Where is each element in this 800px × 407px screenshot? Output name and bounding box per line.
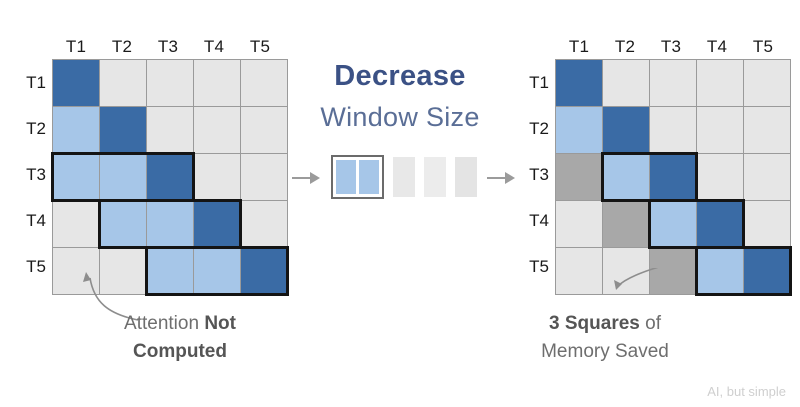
cell-r4-c2-light [100, 201, 146, 247]
cell-r4-c1-empty [556, 201, 602, 247]
cell-r2-c3-empty [650, 107, 696, 153]
cell-r3-c5-empty [241, 154, 287, 200]
cell-r1-c4-empty [194, 60, 240, 106]
cell-r5-c3-saved [650, 248, 696, 294]
left-caption: Attention Not Computed [65, 310, 295, 365]
window-cell-inactive-3 [455, 157, 477, 197]
row-header-t3: T3 [529, 165, 549, 184]
cell-r1-c2-empty [603, 60, 649, 106]
right-grid [555, 59, 791, 295]
cell-r1-c5-empty [744, 60, 790, 106]
window-active-box[interactable] [331, 155, 384, 199]
cell-r3-c5-empty [744, 154, 790, 200]
right-column-headers: T1 T2 T3 T4 T5 [556, 37, 786, 57]
cell-r4-c4-dark [697, 201, 743, 247]
cell-r2-c1-light [53, 107, 99, 153]
row-header-t2: T2 [529, 119, 549, 138]
cell-r3-c4-empty [697, 154, 743, 200]
col-header-t2: T2 [614, 37, 636, 56]
heading-decrease: Decrease [334, 60, 466, 92]
cell-r5-c5-dark [744, 248, 790, 294]
cell-r4-c3-light [650, 201, 696, 247]
cell-r1-c3-empty [147, 60, 193, 106]
center-heading: Decrease Window Size [300, 62, 500, 131]
row-header-t4: T4 [529, 211, 549, 230]
cell-r2-c2-dark [603, 107, 649, 153]
left-grid [52, 59, 288, 295]
right-caption-suffix: of [639, 313, 661, 334]
cell-r5-c3-light [147, 248, 193, 294]
left-caption-line2: Computed [133, 340, 227, 362]
cell-r2-c4-empty [194, 107, 240, 153]
arrow-center-to-right [487, 172, 515, 184]
cell-r1-c5-empty [241, 60, 287, 106]
cell-r4-c1-empty [53, 201, 99, 247]
cell-r1-c2-empty [100, 60, 146, 106]
cell-r2-c1-light [556, 107, 602, 153]
row-header-t1: T1 [529, 73, 549, 92]
cell-r4-c2-saved [603, 201, 649, 247]
col-header-t3: T3 [660, 37, 682, 56]
cell-r5-c4-light [194, 248, 240, 294]
right-caption-line2: Memory Saved [541, 340, 669, 362]
cell-r5-c1-empty [53, 248, 99, 294]
cell-r4-c3-light [147, 201, 193, 247]
cell-r1-c3-empty [650, 60, 696, 106]
col-header-t5: T5 [249, 37, 271, 56]
cell-r3-c3-dark [147, 154, 193, 200]
left-row-headers: T1 T2 T3 T4 T5 [12, 60, 46, 290]
right-caption-bold: 3 Squares [549, 313, 640, 334]
col-header-t5: T5 [752, 37, 774, 56]
row-header-t2: T2 [26, 119, 46, 138]
left-caption-bold: Not [204, 313, 236, 334]
cell-r3-c4-empty [194, 154, 240, 200]
window-cell-active-2 [359, 160, 379, 194]
col-header-t4: T4 [706, 37, 728, 56]
cell-r5-c2-empty [100, 248, 146, 294]
watermark: AI, but simple [707, 384, 786, 399]
cell-r5-c5-dark [241, 248, 287, 294]
col-header-t4: T4 [203, 37, 225, 56]
right-row-headers: T1 T2 T3 T4 T5 [515, 60, 549, 290]
window-cell-active-1 [336, 160, 356, 194]
cell-r5-c2-empty [603, 248, 649, 294]
row-header-t1: T1 [26, 73, 46, 92]
left-column-headers: T1 T2 T3 T4 T5 [53, 37, 283, 57]
cell-r5-c1-empty [556, 248, 602, 294]
cell-r4-c5-empty [744, 201, 790, 247]
window-inactive-cells [393, 157, 477, 197]
cell-r2-c4-empty [697, 107, 743, 153]
cell-r3-c2-light [603, 154, 649, 200]
col-header-t3: T3 [157, 37, 179, 56]
cell-r3-c2-light [100, 154, 146, 200]
window-cell-inactive-1 [393, 157, 415, 197]
row-header-t3: T3 [26, 165, 46, 184]
row-header-t5: T5 [529, 257, 549, 276]
cell-r2-c5-empty [241, 107, 287, 153]
cell-r3-c1-saved [556, 154, 602, 200]
arrow-left-to-center [292, 172, 320, 184]
cell-r3-c3-dark [650, 154, 696, 200]
cell-r3-c1-light [53, 154, 99, 200]
cell-r2-c3-empty [147, 107, 193, 153]
window-cell-inactive-2 [424, 157, 446, 197]
cell-r4-c4-dark [194, 201, 240, 247]
left-caption-prefix: Attention [124, 313, 205, 334]
cell-r1-c4-empty [697, 60, 743, 106]
heading-window-size: Window Size [320, 102, 480, 132]
col-header-t1: T1 [568, 37, 590, 56]
window-size-indicator[interactable] [331, 155, 477, 199]
cell-r5-c4-light [697, 248, 743, 294]
cell-r4-c5-empty [241, 201, 287, 247]
col-header-t2: T2 [111, 37, 133, 56]
row-header-t5: T5 [26, 257, 46, 276]
cell-r1-c1-dark [53, 60, 99, 106]
cell-r1-c1-dark [556, 60, 602, 106]
row-header-t4: T4 [26, 211, 46, 230]
col-header-t1: T1 [65, 37, 87, 56]
cell-r2-c5-empty [744, 107, 790, 153]
cell-r2-c2-dark [100, 107, 146, 153]
right-caption: 3 Squares of Memory Saved [470, 310, 740, 365]
